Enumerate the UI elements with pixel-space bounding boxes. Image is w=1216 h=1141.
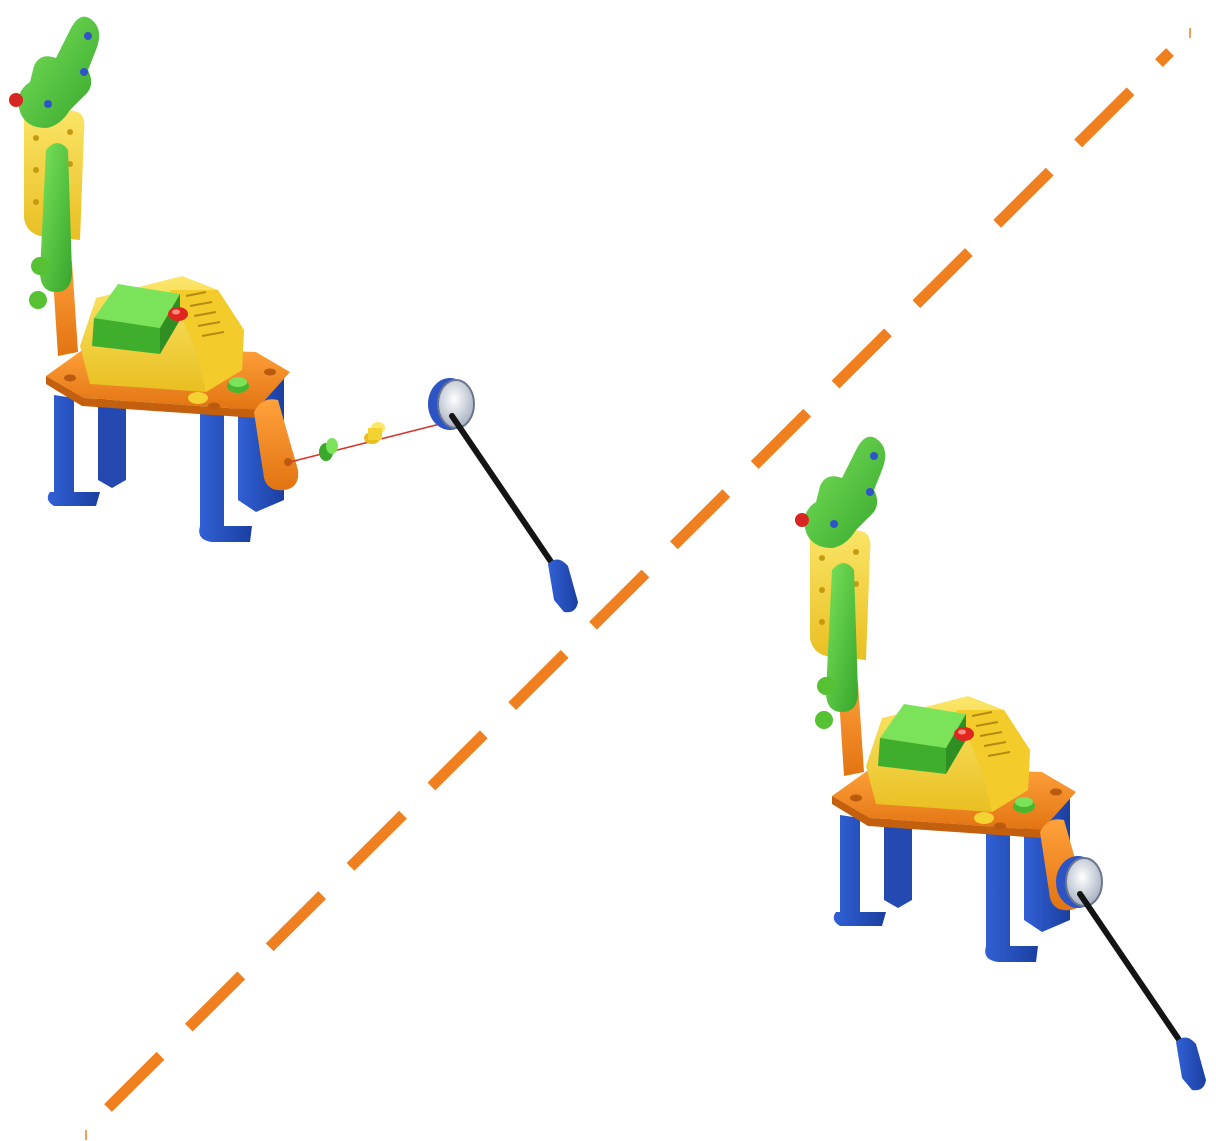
green-peg-part xyxy=(319,438,338,461)
robot-exploded-view xyxy=(8,15,578,613)
diagonal-divider-line xyxy=(104,48,1174,1112)
pendulum-part-exploded xyxy=(428,378,578,612)
robot-assembled-view xyxy=(794,435,1206,1091)
pendulum-part-assembled xyxy=(1056,856,1206,1090)
yellow-peg-part xyxy=(364,422,385,444)
connector-guide-line xyxy=(289,423,441,463)
